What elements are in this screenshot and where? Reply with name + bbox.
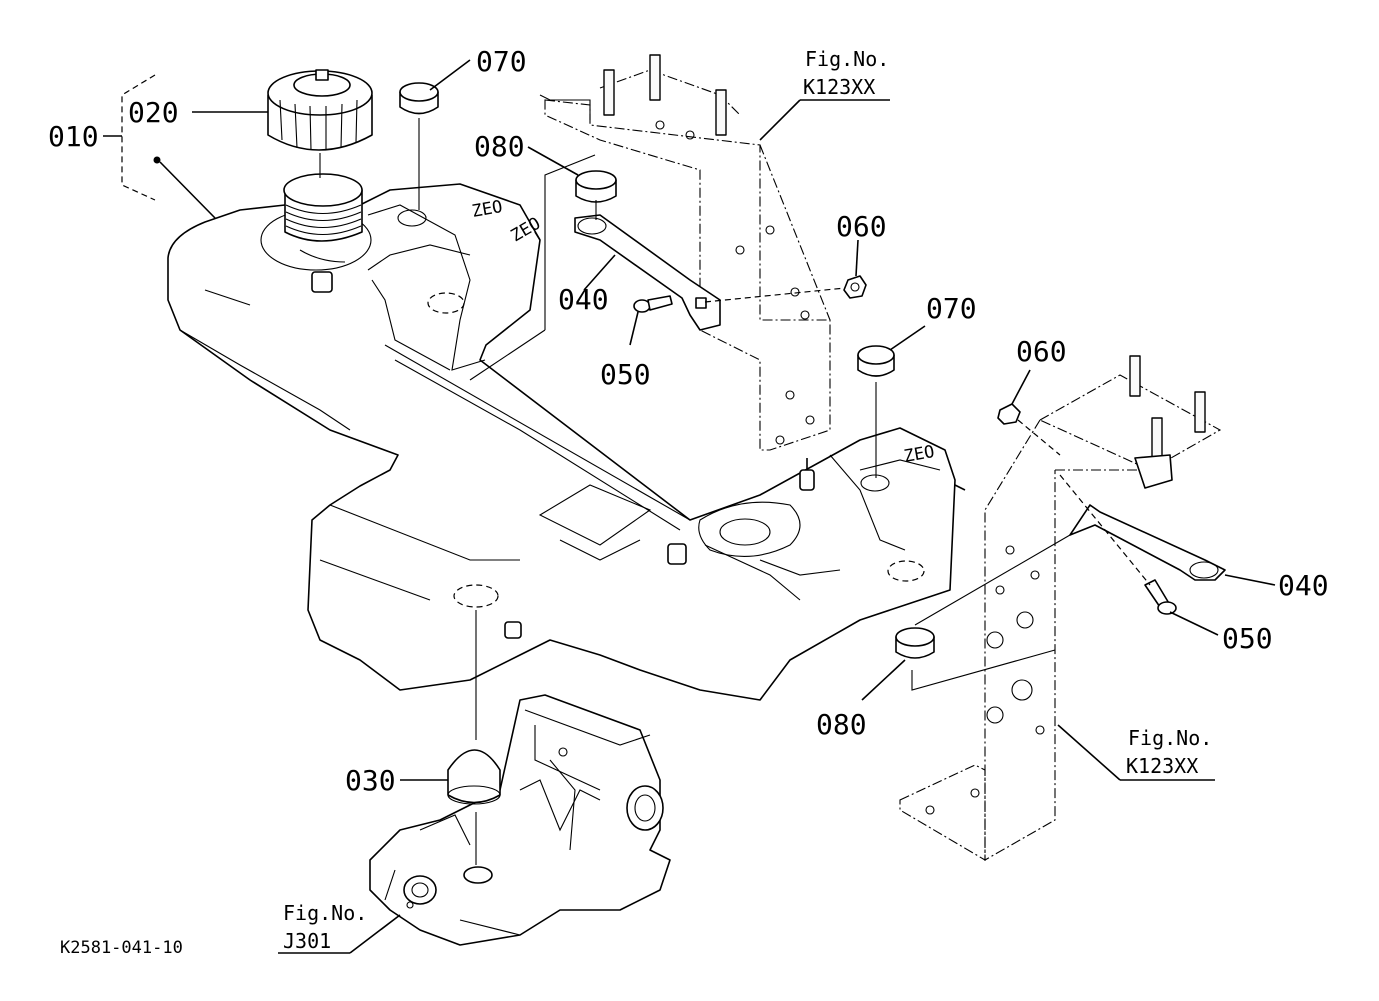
- fig-ref-right-label: Fig.No.: [1128, 726, 1212, 750]
- leader-lines: [103, 59, 1276, 954]
- bushing-070-left: [399, 82, 439, 115]
- callout-050-right: 050: [1222, 622, 1273, 655]
- right-mounting-frame: [899, 355, 1222, 861]
- bolt-050-left: [633, 295, 673, 313]
- callout-050-left: 050: [600, 358, 651, 391]
- callout-030: 030: [345, 764, 396, 797]
- nut-060-right: [997, 403, 1021, 425]
- callout-080-right: 080: [816, 708, 867, 741]
- fuel-tank: ZEO ZEO ZEO: [167, 183, 966, 701]
- drawing-code: K2581-041-10: [60, 938, 183, 958]
- fig-ref-top-label: Fig.No.: [805, 47, 889, 71]
- callout-070-left: 070: [476, 45, 527, 78]
- callout-080-left: 080: [474, 130, 525, 163]
- fig-ref-bottom-label: Fig.No.: [283, 901, 367, 925]
- filler-neck: [283, 173, 363, 242]
- callout-060-left: 060: [836, 210, 887, 243]
- bushing-080-right: [895, 627, 935, 659]
- nut-060-left: [843, 275, 867, 299]
- fuel-cap: [267, 69, 373, 151]
- strap-left: [574, 214, 721, 331]
- axle-housing: [369, 694, 671, 946]
- callout-labels: 010 020 030 040 040 050 050 060 060 070 …: [48, 45, 1329, 797]
- strap-right: [1069, 504, 1226, 581]
- callout-020: 020: [128, 96, 179, 129]
- bushing-080-left: [575, 170, 617, 203]
- callout-060-right: 060: [1016, 335, 1067, 368]
- callout-070-right: 070: [926, 292, 977, 325]
- left-mounting-frame: [539, 54, 831, 451]
- callout-010: 010: [48, 120, 99, 153]
- fig-ref-bottom-number: J301: [283, 929, 331, 953]
- bolt-050-right: [1144, 579, 1177, 615]
- bushing-070-right: [857, 345, 895, 377]
- callout-040-left: 040: [558, 283, 609, 316]
- callout-040-right: 040: [1278, 569, 1329, 602]
- rubber-stopper: [447, 749, 501, 805]
- fig-ref-top-number: K123XX: [803, 75, 875, 99]
- figure-references: Fig.No. K123XX Fig.No. K123XX Fig.No. J3…: [283, 47, 1212, 953]
- fig-ref-right-number: K123XX: [1126, 754, 1198, 778]
